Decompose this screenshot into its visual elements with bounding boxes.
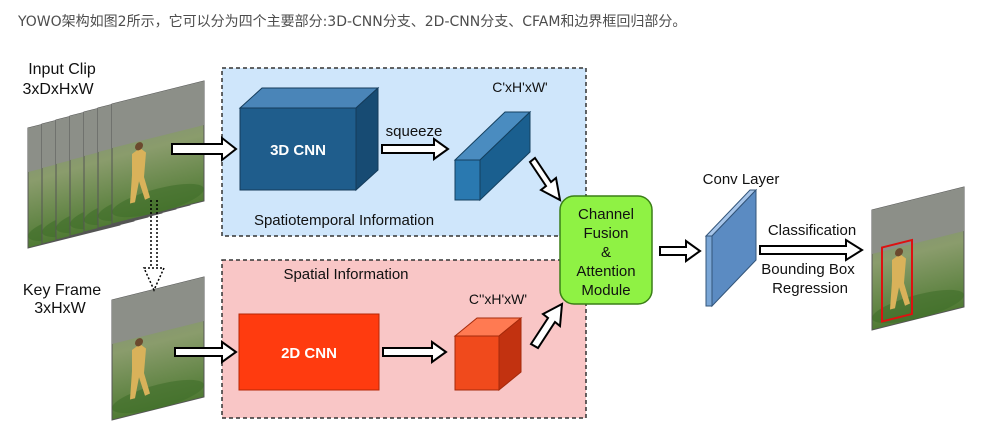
cfam-line4: Attention (576, 263, 635, 280)
bbox-line2: Regression (772, 280, 848, 297)
key-frame-extract-arrow (142, 200, 166, 292)
classification-label: Classification (768, 222, 856, 239)
cnn3d-label: 3D CNN (270, 142, 326, 159)
cfam-line2: Fusion (583, 225, 628, 242)
spatial-label: Spatial Information (283, 266, 408, 283)
conv-layer (704, 188, 758, 308)
feature2d-block (453, 316, 523, 392)
input-clip-dims: 3xDxHxW (22, 81, 94, 98)
input-clip-stack (27, 80, 205, 249)
key-frame-title: Key Frame (23, 282, 101, 299)
feature3d-block (453, 110, 532, 202)
output-frame (871, 186, 965, 331)
cnn2d-to-feature2d-arrow (382, 340, 448, 364)
clip-to-3dcnn-arrow (171, 135, 238, 163)
bbox-line1: Bounding Box (761, 261, 855, 278)
intro-text: YOWO架构如图2所示，它可以分为四个主要部分:3D-CNN分支、2D-CNN分… (18, 14, 687, 30)
feature2d-dims: C''xH'xW' (469, 291, 527, 307)
keyframe-to-2dcnn-arrow (174, 340, 238, 364)
feature2d-to-cfam-arrow (529, 302, 564, 350)
cfam-module (559, 195, 653, 305)
cnn3d-block (238, 86, 380, 192)
cfam-line3: & (601, 244, 611, 261)
squeeze-label: squeeze (386, 123, 443, 140)
spatiotemporal-label: Spatiotemporal Information (254, 212, 434, 229)
cnn2d-label: 2D CNN (281, 345, 337, 362)
cnn2d-block (238, 313, 380, 391)
key-frame-dims: 3xHxW (34, 300, 86, 317)
output-arrow (759, 238, 864, 262)
cfam-line5: Module (581, 282, 630, 299)
feature3d-to-cfam-arrow (528, 156, 562, 202)
conv-layer-label: Conv Layer (703, 171, 780, 188)
cfam-to-conv-arrow (659, 239, 702, 263)
input-clip-title: Input Clip (28, 61, 96, 78)
detection-box (881, 238, 913, 323)
squeeze-arrow (381, 137, 450, 161)
cfam-line1: Channel (578, 206, 634, 223)
feature3d-dims: C'xH'xW' (492, 79, 547, 95)
